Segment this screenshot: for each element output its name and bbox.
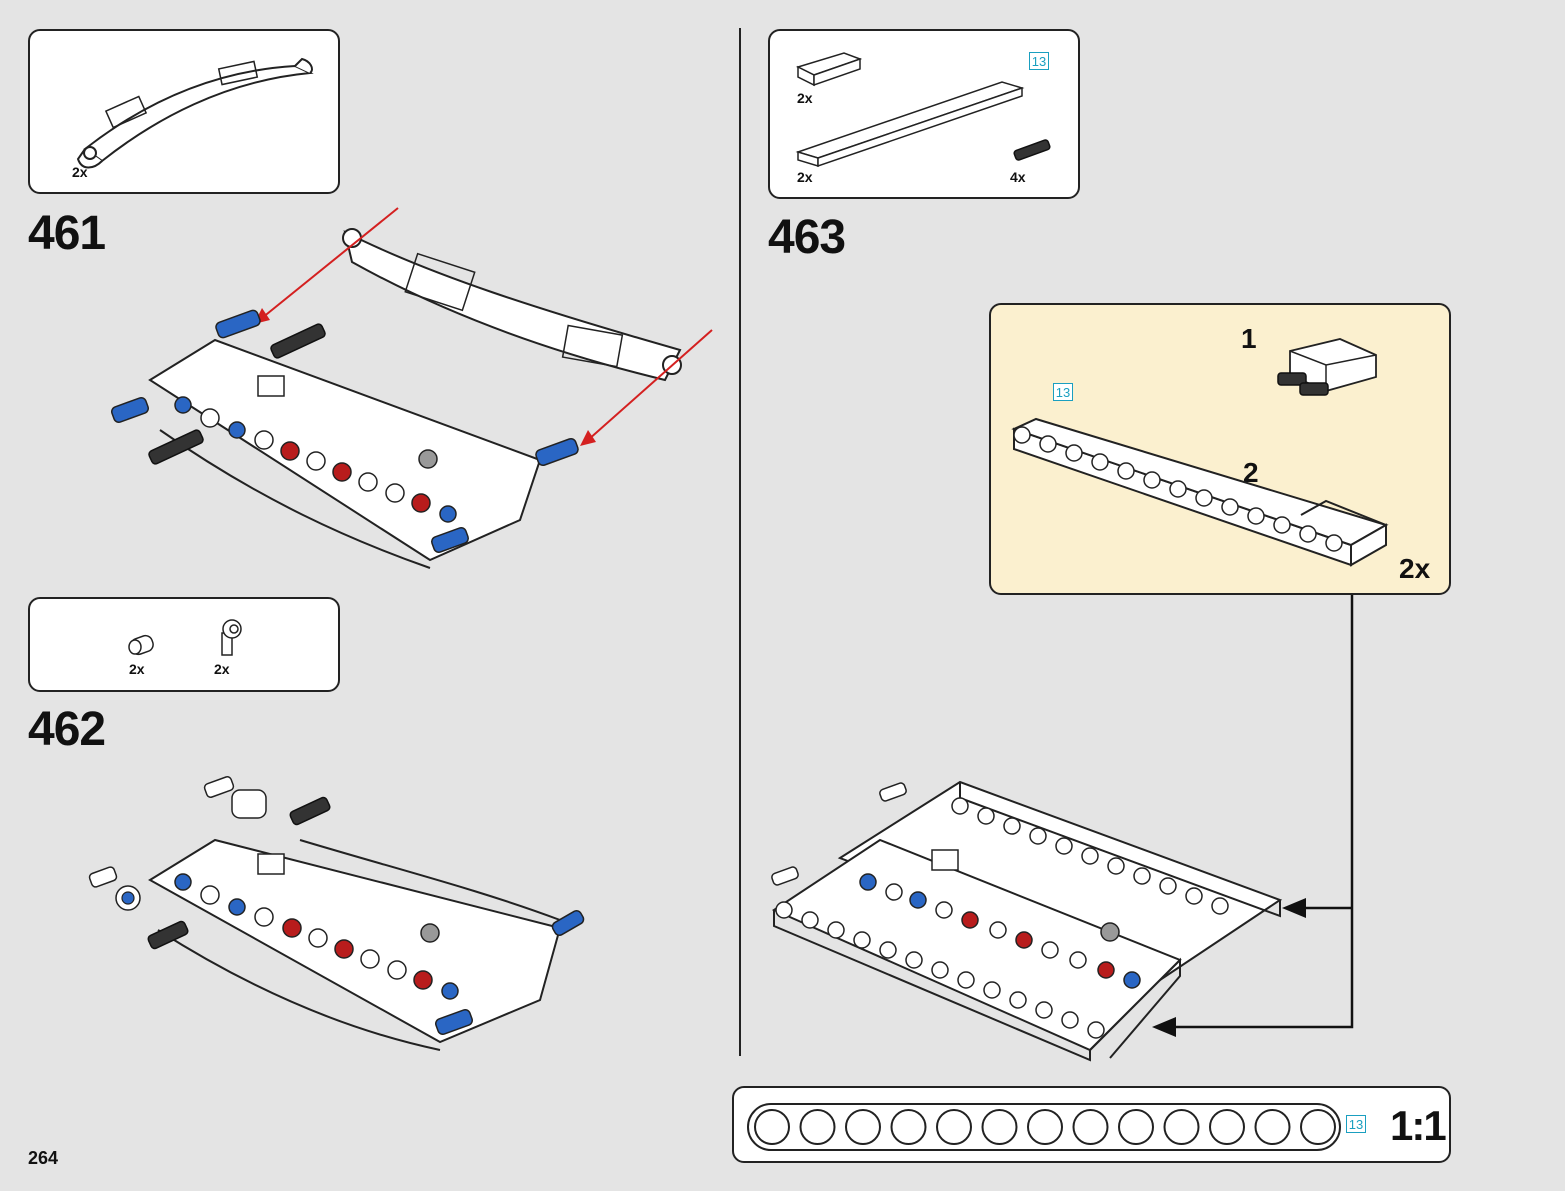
beam-13-scale-outline (747, 1103, 1341, 1151)
axle-pin-connector-part (221, 619, 242, 656)
step-461-illustration (111, 207, 713, 569)
part-qty: 2x (214, 661, 230, 677)
substep-2-number: 2 (1243, 457, 1259, 488)
friction-pin-part (1013, 139, 1051, 161)
length-badge: 13 (1346, 1115, 1366, 1133)
part-qty: 2x (797, 169, 813, 185)
parts-box-462: 2x 2x (28, 597, 340, 692)
part-qty: 2x (72, 164, 88, 180)
step-462-illustration (88, 776, 585, 1051)
column-divider (739, 28, 741, 1056)
subassembly-multiplier: 2x (1399, 553, 1431, 584)
beam-13-part (795, 81, 1025, 168)
step-number-461: 461 (28, 207, 106, 260)
arrow-icon (1152, 1017, 1176, 1037)
bush-part (128, 634, 154, 656)
substep-1-illustration (1277, 338, 1377, 396)
step-number-463: 463 (768, 211, 846, 264)
length-badge: 13 (1029, 52, 1049, 70)
step-number-462: 462 (28, 703, 106, 756)
part-qty: 4x (1010, 169, 1026, 185)
scale-box: 13 1:1 (732, 1086, 1451, 1163)
substep-1-number: 1 (1241, 323, 1257, 354)
curved-panel-part (76, 57, 314, 169)
scale-label: 1:1 (1390, 1102, 1447, 1149)
part-qty: 2x (797, 90, 813, 106)
part-qty: 2x (129, 661, 145, 677)
step-463-illustration (771, 780, 1283, 1062)
page-number: 264 (28, 1148, 59, 1168)
parts-box-461: 2x (28, 29, 340, 194)
length-badge: 13 (1053, 383, 1073, 401)
parts-box-463: 2x 13 2x 4x (768, 29, 1080, 199)
beam-3-part (795, 52, 863, 87)
substep-2-illustration (1011, 417, 1389, 567)
subassembly-callout: 1 2 13 2x (989, 303, 1451, 595)
arrow-icon (1282, 898, 1306, 918)
